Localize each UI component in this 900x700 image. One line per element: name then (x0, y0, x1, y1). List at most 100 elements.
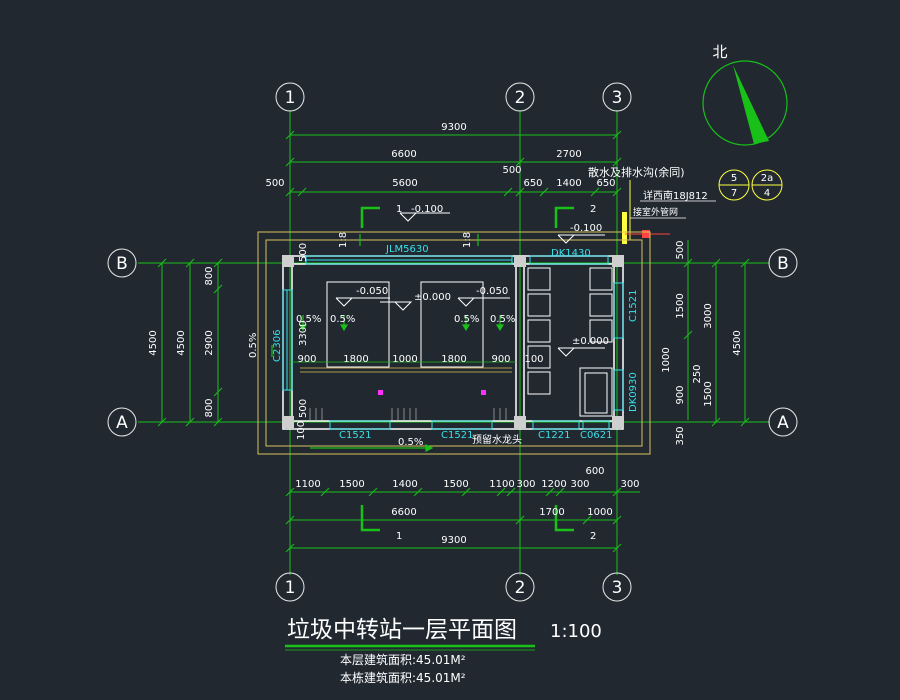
dim-right-a3: 1000 (661, 347, 672, 372)
label-door-right-side: DK0930 (628, 372, 639, 412)
dim-top-overall: 9300 (441, 122, 466, 133)
level-zero-right: ±0.000 (572, 336, 609, 347)
dim-top-row3-a: 500 (265, 178, 284, 189)
ramp-a: 1:8 (338, 232, 349, 248)
hatch-bottom (309, 408, 507, 420)
slope-c: 0.5% (454, 314, 479, 325)
label-door-top: JLM5630 (385, 244, 429, 255)
dim-interior-2: 1800 (343, 354, 368, 365)
label-window-right: C1521 (628, 290, 639, 322)
bottom-dimension-lines (285, 487, 640, 553)
dim-top-row3-f: 650 (596, 178, 615, 189)
ref1-top: 5 (731, 173, 737, 184)
level-markers (335, 212, 605, 357)
drawing-title: 垃圾中转站一层平面图 (287, 617, 517, 643)
dim-top-row2-a: 6600 (391, 149, 416, 160)
total-area-note: 本栋建筑面积:45.01M² (340, 670, 466, 685)
ref1-bottom: 7 (731, 188, 737, 199)
dim-interior-6: 100 (524, 354, 543, 365)
dim-left-inner: 4500 (176, 330, 187, 355)
dim-bottom-2: 1500 (339, 479, 364, 490)
label-window-b3: C1221 (538, 430, 570, 441)
level-zero: ±0.000 (414, 292, 451, 303)
dim-bottom-9: 300 (620, 479, 639, 490)
top-dimension-lines (285, 130, 622, 197)
dim-top-row3-c: 500 (502, 165, 521, 176)
label-window-b2: C1521 (441, 430, 473, 441)
ref2-bottom: 4 (764, 188, 770, 199)
dim-right-c: 4500 (732, 330, 743, 355)
dim-right-e1: 900 (675, 385, 686, 404)
drainage-note-text: 散水及排水沟(余同) (588, 165, 685, 179)
dim-bottom-5: 1100 (489, 479, 514, 490)
slope-bottom: 0.5% (398, 437, 423, 448)
left-dimension-lines (157, 258, 223, 427)
interior-fixtures (326, 267, 613, 417)
ref2-top: 2a (761, 173, 774, 184)
drawing-scale: 1:100 (550, 621, 602, 642)
dim-bottom-row2-b: 1700 (539, 507, 564, 518)
dim-left-part-1: 800 (204, 266, 215, 285)
axis-label-bottom-2: 2 (515, 578, 526, 598)
axis-label-right-a: A (777, 413, 789, 433)
level-top-right: -0.100 (570, 223, 602, 234)
dim-bottom-7: 1200 (541, 479, 566, 490)
dim-wall-top: 500 (298, 243, 309, 262)
pipe-note-text: 接室外管网 (633, 206, 678, 218)
dim-right-a2: 1500 (675, 293, 686, 318)
apron-outline (257, 231, 651, 455)
dim-right-f: 350 (675, 426, 686, 445)
section-mark-bottom-1: 1 (396, 531, 402, 542)
label-door-right: DK1430 (551, 248, 591, 259)
drain-channel (300, 367, 512, 373)
slope-d: 0.5% (490, 314, 515, 325)
axis-label-top-3: 3 (612, 88, 623, 108)
dim-right-a1: 500 (675, 240, 686, 259)
dim-right-e2: 1500 (703, 381, 714, 406)
section-mark-top-1: 1 (396, 204, 402, 215)
dim-interior-4: 1800 (441, 354, 466, 365)
dim-wall-bottom: 500 (298, 399, 309, 418)
axis-grid-lines (138, 110, 770, 575)
axis-label-right-b: B (777, 254, 789, 274)
dim-top-row3-b: 5600 (392, 178, 417, 189)
markers-magenta (378, 390, 486, 395)
axis-bubbles (107, 82, 798, 602)
dim-left-part-3: 800 (204, 398, 215, 417)
level-top: -0.100 (411, 204, 443, 215)
dim-bottom-4: 1500 (443, 479, 468, 490)
axis-label-left-a: A (116, 413, 128, 433)
dim-interior-5: 900 (491, 354, 510, 365)
dim-top-row3-d: 650 (523, 178, 542, 189)
label-faucet: 预留水龙头 (472, 433, 522, 446)
windows (282, 255, 624, 430)
dim-bottom-overall: 9300 (441, 535, 466, 546)
dim-right-d: 250 (692, 364, 703, 383)
dim-left-part-2: 2900 (204, 330, 215, 355)
dim-bottom-6: 300 (516, 479, 535, 490)
section-mark-bottom-2: 2 (590, 531, 596, 542)
right-dimension-lines (683, 240, 750, 427)
dim-left-outer: 4500 (148, 330, 159, 355)
section-mark-top-2: 2 (590, 204, 596, 215)
level-m050-b: -0.050 (476, 286, 508, 297)
axis-label-left-b: B (116, 254, 128, 274)
dim-top-row2-b: 2700 (556, 149, 581, 160)
dim-bottom-3: 1400 (392, 479, 417, 490)
slope-a: 0.5% (296, 314, 321, 325)
level-m050-a: -0.050 (356, 286, 388, 297)
dim-bottom-8: 300 (570, 479, 589, 490)
label-window-b1: C1521 (339, 430, 371, 441)
drainage-note: 散水及排水沟(余同) 详西南18J812 接室外管网 (588, 165, 716, 244)
dim-left-height: 3300 (298, 321, 309, 346)
north-label: 北 (712, 43, 727, 61)
north-arrow: 北 (702, 43, 788, 146)
dim-right-b: 3000 (703, 303, 714, 328)
dim-top-row3-e: 1400 (556, 178, 581, 189)
ramp-b: 1:8 (462, 232, 473, 248)
dim-interior-1: 900 (297, 354, 316, 365)
columns (282, 255, 624, 428)
dim-bottom-row2-c: 1000 (587, 507, 612, 518)
